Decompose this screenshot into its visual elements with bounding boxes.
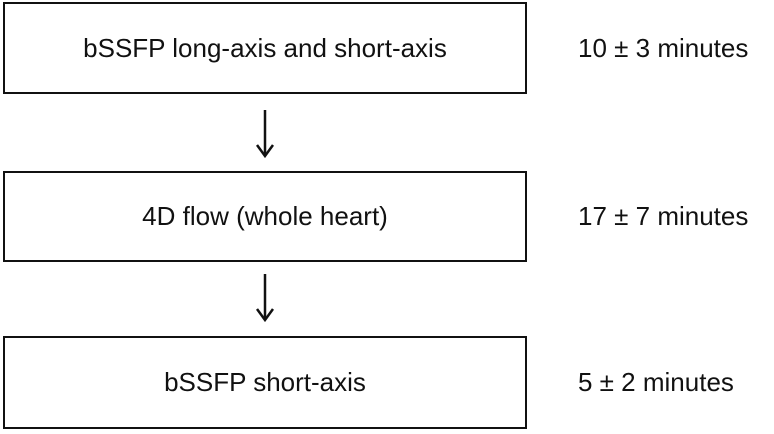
step-label: 4D flow (whole heart) [142,201,388,231]
step-box-bssfp-short-axis: bSSFP short-axis [3,336,527,429]
step-box-bssfp-long-and-short-axis: bSSFP long-axis and short-axis [3,2,527,94]
step-duration: 10 ± 3 minutes [578,33,749,63]
step-duration: 17 ± 7 minutes [578,201,749,231]
step-box-4d-flow: 4D flow (whole heart) [3,171,527,262]
step-label: bSSFP short-axis [164,367,366,397]
step-duration: 5 ± 2 minutes [578,367,734,397]
step-label: bSSFP long-axis and short-axis [83,32,447,63]
down-arrow-icon [255,110,275,158]
down-arrow-icon [255,274,275,322]
